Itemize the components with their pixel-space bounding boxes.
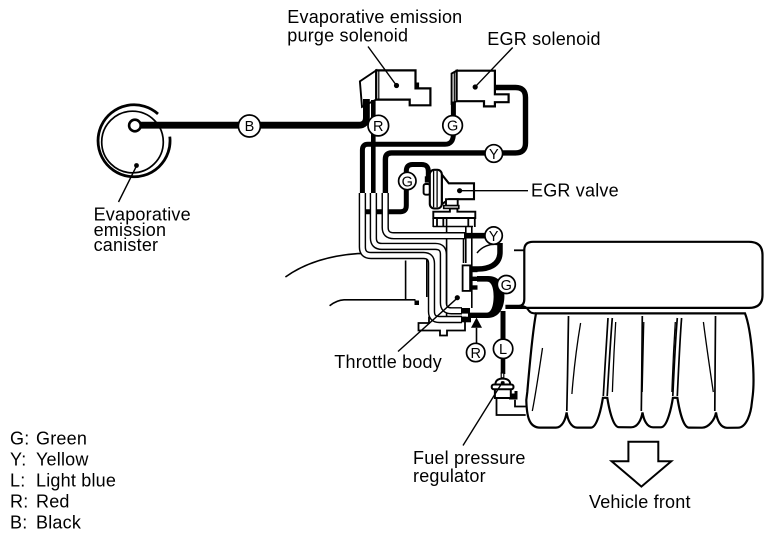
svg-text:Vehicle front: Vehicle front [589,492,691,512]
svg-text:Y: Y [489,147,499,163]
svg-text:Throttle body: Throttle body [334,352,442,372]
svg-text:Red: Red [36,491,70,511]
svg-text:L: L [499,342,507,358]
svg-text:B: B [245,119,255,135]
svg-text:canister: canister [94,235,159,255]
svg-text:Yellow: Yellow [36,449,89,469]
svg-text:R: R [373,119,383,135]
svg-text:Green: Green [36,428,87,448]
svg-text:EGR solenoid: EGR solenoid [487,29,600,49]
svg-text:R: R [470,346,480,362]
svg-text:regulator: regulator [413,466,486,486]
svg-text:purge solenoid: purge solenoid [287,25,408,45]
svg-text:Y:: Y: [10,449,26,469]
svg-text:emission: emission [94,220,167,240]
svg-text:G: G [501,278,512,294]
svg-text:Light blue: Light blue [36,470,116,490]
svg-text:Black: Black [36,512,82,532]
svg-text:R:: R: [10,491,28,511]
svg-text:G: G [447,119,458,135]
svg-text:EGR valve: EGR valve [531,180,619,200]
svg-text:Evaporative emission: Evaporative emission [287,7,462,27]
svg-text:B:: B: [10,512,27,532]
svg-text:Y: Y [489,229,499,245]
svg-text:Evaporative: Evaporative [94,204,191,224]
svg-text:G: G [402,174,413,190]
svg-text:Fuel pressure: Fuel pressure [413,448,526,468]
svg-text:L:: L: [10,470,25,490]
svg-text:G:: G: [10,428,29,448]
